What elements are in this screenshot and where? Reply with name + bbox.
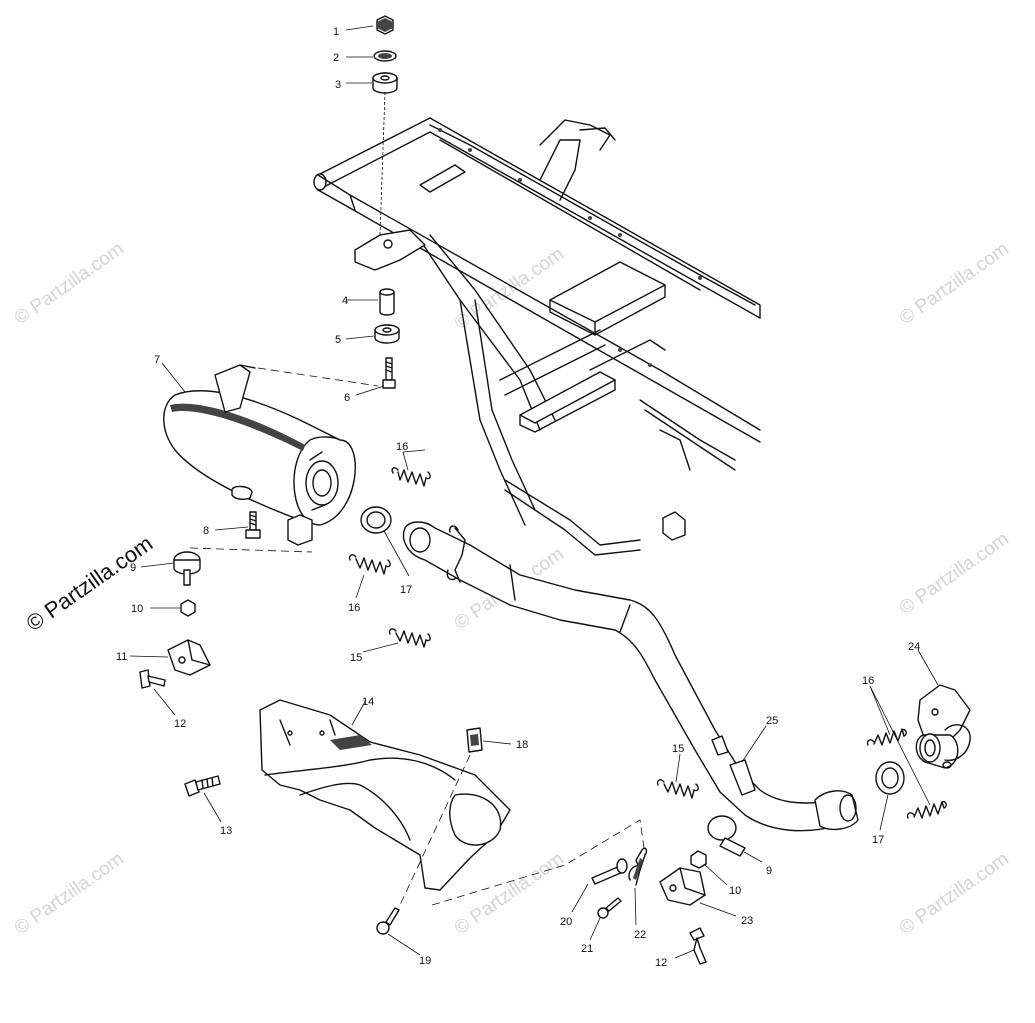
callout-22: 22 [634,929,646,941]
callout-23: 23 [741,915,753,927]
bracket-part-23 [659,867,706,906]
bolt-part-6 [382,357,396,389]
nut-part-1 [376,15,394,35]
spring-part-15b [656,779,699,799]
spring-part-16d [906,800,947,819]
callout-20: 20 [560,916,572,928]
callout-10: 10 [729,885,741,897]
watermark-faint: © Partzilla.com [896,528,1013,619]
watermark-primary: © Partzilla.com [22,531,158,637]
callout-17: 17 [872,834,884,846]
assembly-line-muffler [257,367,379,387]
callout-14: 14 [362,696,374,708]
assembly-line-heatshield [189,547,313,553]
spring-part-16c [866,728,907,746]
clip-part-18 [466,727,483,753]
bolt-part-12b [689,927,707,965]
callout-2: 2 [333,52,339,64]
spring-part-16b [348,554,391,575]
spring-part-16a [391,467,431,487]
rubber-mount-part-9b [707,815,746,857]
watermark-faint: © Partzilla.com [11,238,128,329]
leader-lines [129,25,939,959]
callout-3: 3 [335,79,341,91]
callout-15: 15 [672,743,684,755]
callout-12: 12 [174,718,186,730]
callout-21: 21 [581,943,593,955]
callout-8: 8 [203,525,209,537]
vehicle-frame [313,117,761,556]
rubber-mount-part-9 [173,551,201,586]
callout-11: 11 [116,651,127,663]
callout-16: 16 [396,441,408,453]
callout-5: 5 [335,334,341,346]
callout-18: 18 [516,739,528,751]
watermark-faint: © Partzilla.com [451,243,568,334]
callout-24: 24 [908,641,920,653]
callout-15: 15 [350,652,362,664]
callout-19: 19 [419,955,431,967]
muffler-part-7 [163,364,356,546]
callout-labels: 1 2 3 4 5 6 7 8 9 10 11 12 13 14 18 16 1… [116,26,920,969]
bracket-part-11 [167,639,211,676]
callout-7: 7 [154,354,160,366]
bolt-part-8 [245,511,261,539]
bolt-part-12 [139,669,166,689]
watermark-faint: © Partzilla.com [451,848,568,939]
assembly-line-shield-clip [399,754,471,906]
grommet-part-3 [372,72,398,94]
callout-10: 10 [131,603,143,615]
callout-12: 12 [655,957,667,969]
callout-4: 4 [342,295,348,307]
assembly-line-hardware [431,819,646,906]
nut-part-10 [180,599,196,617]
callout-25: 25 [766,715,778,727]
bolt-part-13 [184,775,221,797]
screw-part-19 [376,907,400,935]
exhaust-flange-part-24 [915,684,971,769]
callout-17: 17 [400,584,412,596]
spring-clip-part-22 [628,847,648,886]
grommet-part-5 [374,324,400,344]
assembly-line-top [379,91,386,236]
watermark-faint: © Partzilla.com [11,848,128,939]
screw-part-21 [597,897,622,919]
gasket-part-17b [875,761,905,795]
watermark-faint: © Partzilla.com [896,238,1013,329]
exhaust-pipe-part-25 [402,521,859,832]
nut-part-10b [690,850,707,869]
callout-13: 13 [220,825,232,837]
callout-16: 16 [348,602,360,614]
callout-16: 16 [862,675,874,687]
watermark-faint: © Partzilla.com [896,848,1013,939]
rivet-part-20 [591,858,628,885]
heat-shield-part-14 [259,699,511,891]
spacer-part-4 [379,288,395,316]
spring-part-15a [388,628,431,648]
callout-9: 9 [766,865,772,877]
callout-1: 1 [333,26,339,38]
callout-9: 9 [130,562,136,574]
gasket-part-17a [360,506,392,534]
callout-6: 6 [344,392,350,404]
washer-part-2 [373,50,397,62]
